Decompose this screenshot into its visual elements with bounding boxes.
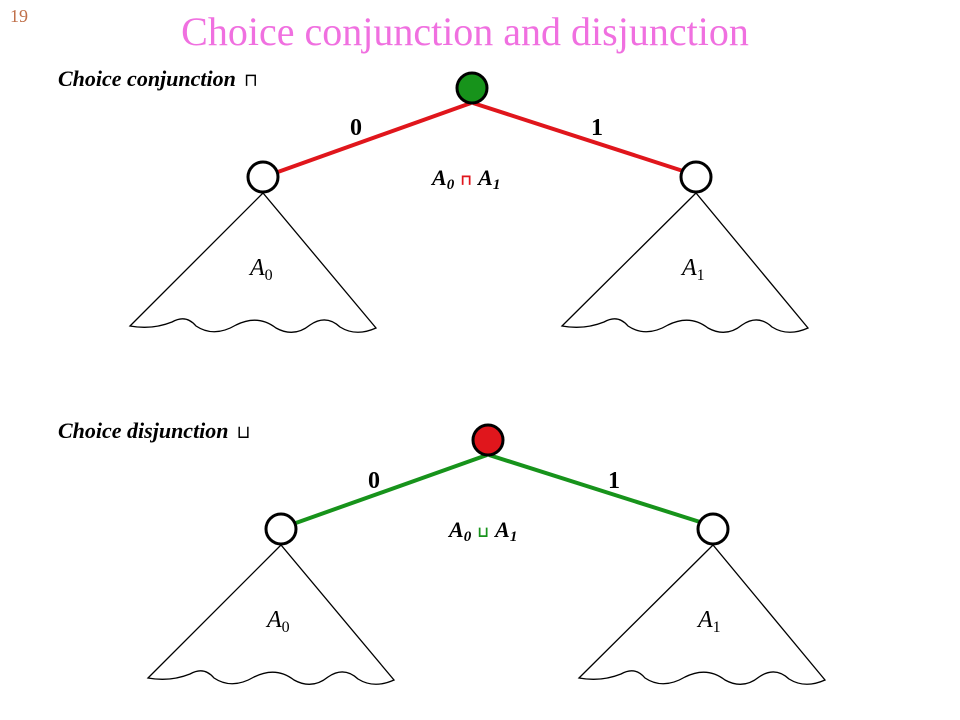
conjunction-operator: ⊓ (460, 171, 472, 189)
disjunction-edge-left (292, 453, 488, 526)
disjunction-edge-right (488, 453, 701, 524)
slide-title: Choice conjunction and disjunction (181, 9, 749, 54)
expr-left: A (447, 517, 464, 542)
slide-number: 19 (10, 6, 28, 26)
conjunction-expression: A0⊓A1 (430, 165, 500, 193)
conjunction-left-node (246, 160, 280, 194)
conjunction-root-node (455, 71, 489, 105)
expr-left: A (430, 165, 447, 190)
expr-right: A (493, 517, 510, 542)
disjunction-right-node (696, 512, 730, 546)
subtree-letter: A (248, 255, 265, 281)
disjunction-operator: ⊔ (477, 523, 489, 541)
conjunction-label-text: Choice conjunction (58, 66, 236, 91)
disjunction-edge-label-0: 0 (368, 468, 380, 494)
subtree-index: 0 (282, 619, 290, 636)
conjunction-subtree-right (560, 192, 810, 333)
expr-right-sub: 1 (493, 177, 501, 193)
disjunction-subtree-left (146, 544, 396, 685)
disjunction-label-text: Choice disjunction (58, 418, 229, 443)
conjunction-subtree-label-left: A0 (248, 255, 273, 284)
expr-right-sub: 1 (510, 529, 518, 545)
subtree-letter: A (696, 607, 713, 633)
disjunction-diagram: 0 1 A0⊔A1 A0 A1 (146, 423, 827, 685)
disjunction-expression: A0⊔A1 (447, 517, 517, 545)
subtree-index: 1 (713, 619, 721, 636)
subtree-index: 1 (697, 267, 705, 284)
conjunction-symbol: ⊓ (243, 70, 258, 91)
subtree-index: 0 (265, 267, 273, 284)
conjunction-section-label: Choice conjunction ⊓ (58, 66, 258, 92)
expr-left-sub: 0 (464, 529, 472, 545)
conjunction-diagram: 0 1 A0⊓A1 A0 A1 (128, 71, 810, 333)
disjunction-left-node (264, 512, 298, 546)
disjunction-subtree-right (577, 544, 827, 685)
disjunction-subtree-label-left: A0 (265, 607, 290, 636)
subtree-letter: A (680, 255, 697, 281)
conjunction-edge-right (472, 101, 684, 173)
conjunction-right-node (679, 160, 713, 194)
conjunction-subtree-label-right: A1 (680, 255, 705, 284)
disjunction-section-label: Choice disjunction ⊔ (58, 418, 251, 444)
disjunction-symbol: ⊔ (236, 422, 251, 443)
disjunction-subtree-label-right: A1 (696, 607, 721, 636)
conjunction-edge-left (274, 101, 472, 175)
expr-left-sub: 0 (447, 177, 455, 193)
expr-right: A (476, 165, 493, 190)
conjunction-edge-label-0: 0 (350, 115, 362, 141)
disjunction-root-node (471, 423, 505, 457)
conjunction-subtree-left (128, 192, 378, 333)
conjunction-edge-label-1: 1 (591, 115, 603, 141)
disjunction-edge-label-1: 1 (608, 468, 620, 494)
subtree-letter: A (265, 607, 282, 633)
